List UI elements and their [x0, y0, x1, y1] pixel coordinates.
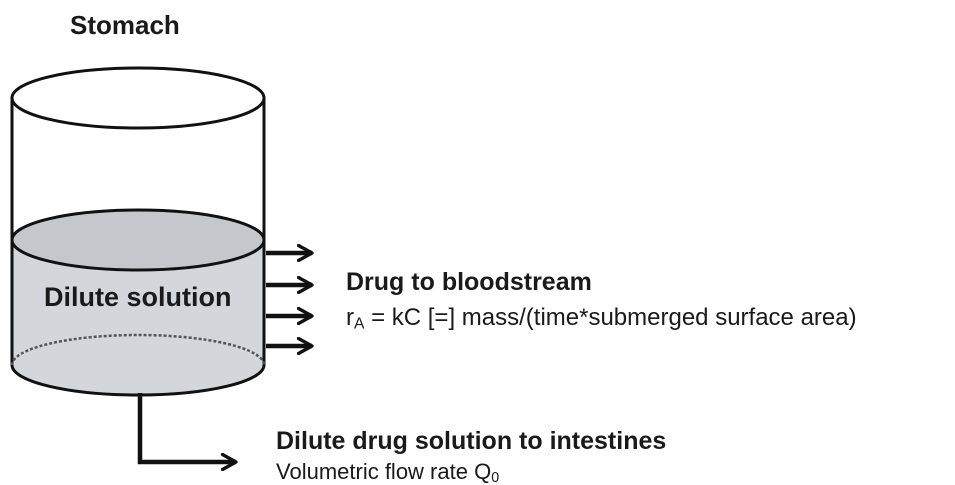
bloodstream-rate-equation: rA = kC [=] mass/(time*submerged surface…: [346, 304, 857, 333]
intestine-outlet-arrow: [137, 393, 236, 462]
flow-label: Volumetric flow rate Q: [276, 459, 492, 484]
flow-subscript: 0: [491, 470, 500, 485]
dilute-solution-label: Dilute solution: [44, 282, 232, 312]
rate-subscript: A: [354, 315, 365, 333]
cylinder-bottom-back: [10, 333, 266, 366]
rate-symbol: r: [346, 304, 354, 331]
rate-expression: = kC [=] mass/(time*submerged surface ar…: [364, 304, 857, 331]
cylinder-top-rim: [10, 66, 266, 130]
stomach-title: Stomach: [70, 10, 180, 40]
intestine-heading: Dilute drug solution to intestines: [276, 427, 667, 455]
intestine-flow-rate: Volumetric flow rate Q0: [276, 459, 500, 485]
bloodstream-arrows: [266, 253, 312, 346]
liquid-surface: [10, 208, 266, 272]
bloodstream-heading: Drug to bloodstream: [346, 268, 592, 296]
